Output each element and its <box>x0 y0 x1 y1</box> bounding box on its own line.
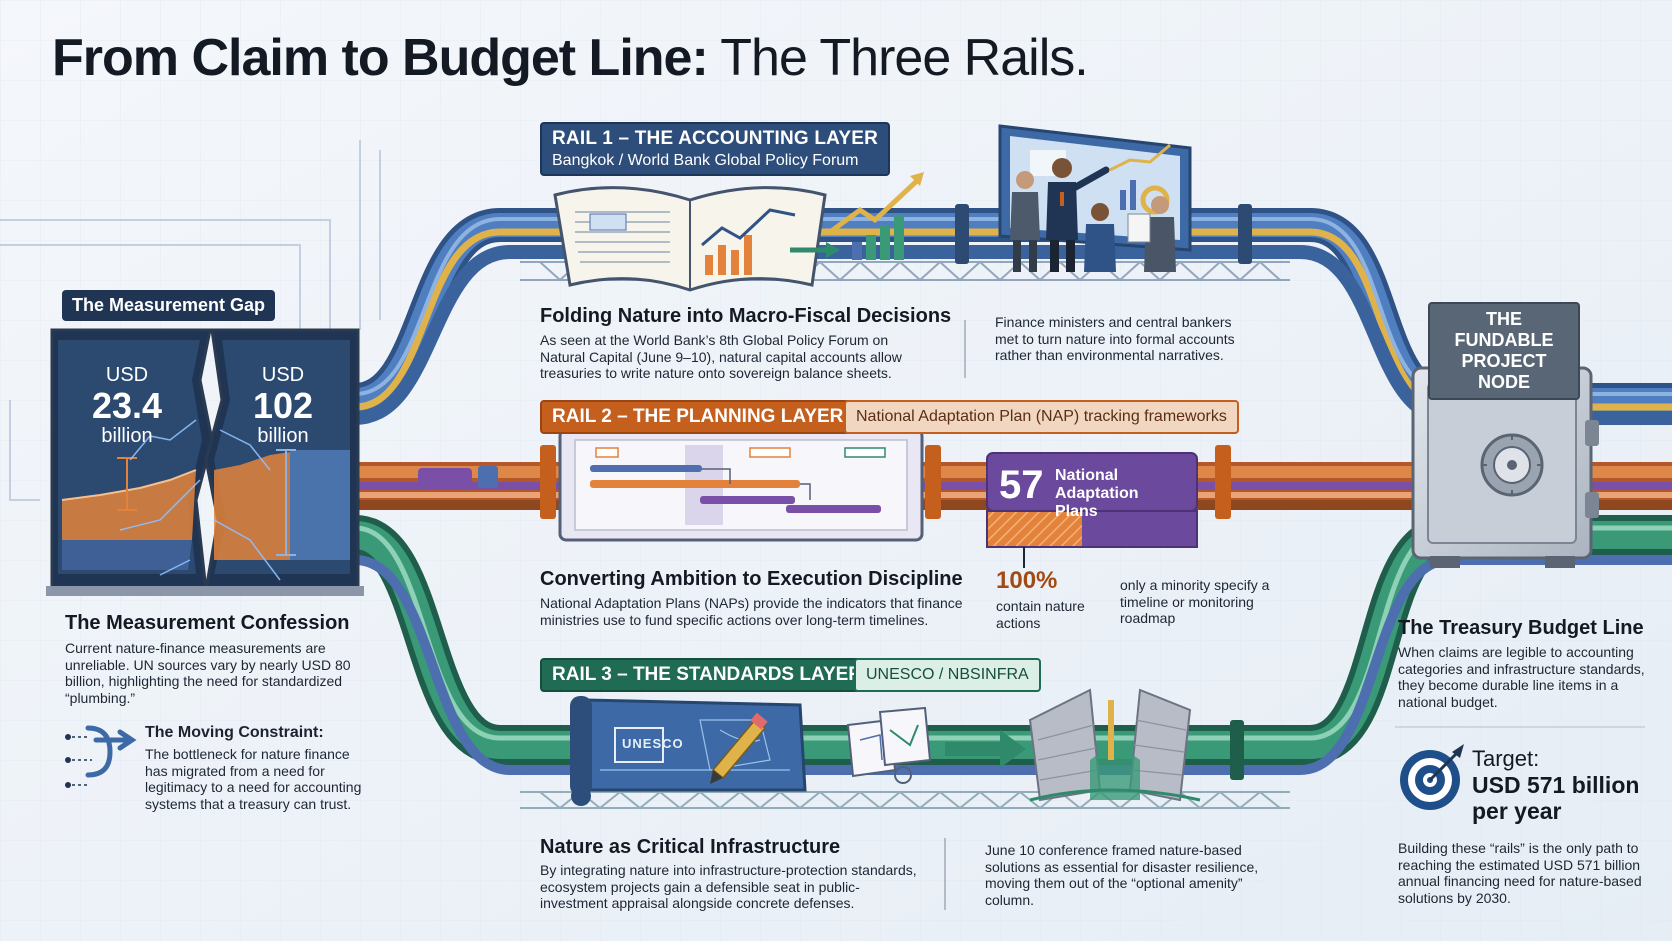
merge-arrow-icon <box>85 725 137 778</box>
constraint-body: The bottleneck for nature finance has mi… <box>145 746 362 812</box>
confession-body: Current nature-finance measurements are … <box>65 640 351 706</box>
closing-text: Building these “rails” is the only path … <box>1398 840 1642 906</box>
rail1-pipes <box>338 208 1672 425</box>
paper-docs-icon <box>846 706 932 784</box>
rail1-tag: RAIL 1 – THE ACCOUNTING LAYER Bangkok / … <box>540 122 891 176</box>
green-arrow-icon <box>945 730 1026 768</box>
vault-safe-icon <box>1411 366 1599 568</box>
rail2-tag: RAIL 2 – THE PLANNING LAYER <box>540 400 856 434</box>
rail3-tag: RAIL 3 – THE STANDARDS LAYER <box>540 658 875 692</box>
growth-chart-icon <box>790 172 924 260</box>
node-heading: The Treasury Budget Line <box>1398 617 1644 639</box>
rail2-heading: Converting Ambition to Execution Discipl… <box>540 568 963 590</box>
pencil-icon <box>710 712 768 784</box>
rail2-subtag: National Adaptation Plan (NAP) tracking … <box>844 400 1239 434</box>
constraint-heading: The Moving Constraint: <box>145 724 324 741</box>
blueprint-scroll-icon <box>570 696 807 806</box>
nap-panel <box>986 452 1198 568</box>
confession-heading: The Measurement Confession <box>65 612 350 634</box>
presenters-icon <box>1010 158 1176 272</box>
rail3-heading: Nature as Critical Infrastructure <box>540 836 841 858</box>
nature-actions-label: contain nature actions <box>996 598 1085 631</box>
target-icon <box>1400 744 1464 810</box>
seawall-icon <box>1028 688 1201 802</box>
rail2-body: National Adaptation Plans (NAPs) provide… <box>540 595 963 628</box>
cracked-panel-icon <box>46 328 364 596</box>
minority-note: only a minority specify a timeline or mo… <box>1120 577 1270 626</box>
ledger-book-icon <box>553 186 827 292</box>
rail3-body: By integrating nature into infrastructur… <box>540 862 917 911</box>
measurement-gap-tag: The Measurement Gap <box>62 290 276 321</box>
unesco-logo: UNESCO <box>622 736 684 751</box>
nature-actions-stat: 100% <box>996 567 1058 594</box>
target-label: Target: <box>1472 746 1540 771</box>
rail3-subtag: UNESCO / NBSINFRA <box>854 658 1041 692</box>
page-title: From Claim to Budget Line: The Three Rai… <box>52 29 1089 87</box>
rail1-heading: Folding Nature into Macro-Fiscal Decisio… <box>540 305 952 327</box>
right-gap-value: USD 102 billion <box>252 364 314 447</box>
rail1-side-note: Finance ministers and central bankers me… <box>995 314 1235 363</box>
rail3-side-note: June 10 conference framed nature-based s… <box>985 842 1259 908</box>
target-value: USD 571 billion per year <box>1472 772 1640 824</box>
left-gap-value: USD 23.4 billion <box>91 364 163 447</box>
nap-count-panel: 57 National Adaptation Plans <box>999 463 1139 520</box>
rail3-pipes <box>335 515 1672 775</box>
gantt-chart-icon <box>558 428 924 542</box>
rail1-body: As seen at the World Bank’s 8th Global P… <box>540 332 902 381</box>
node-body: When claims are legible to accounting ca… <box>1398 644 1645 710</box>
fundable-node-tag: THE FUNDABLE PROJECT NODE <box>1428 302 1580 400</box>
